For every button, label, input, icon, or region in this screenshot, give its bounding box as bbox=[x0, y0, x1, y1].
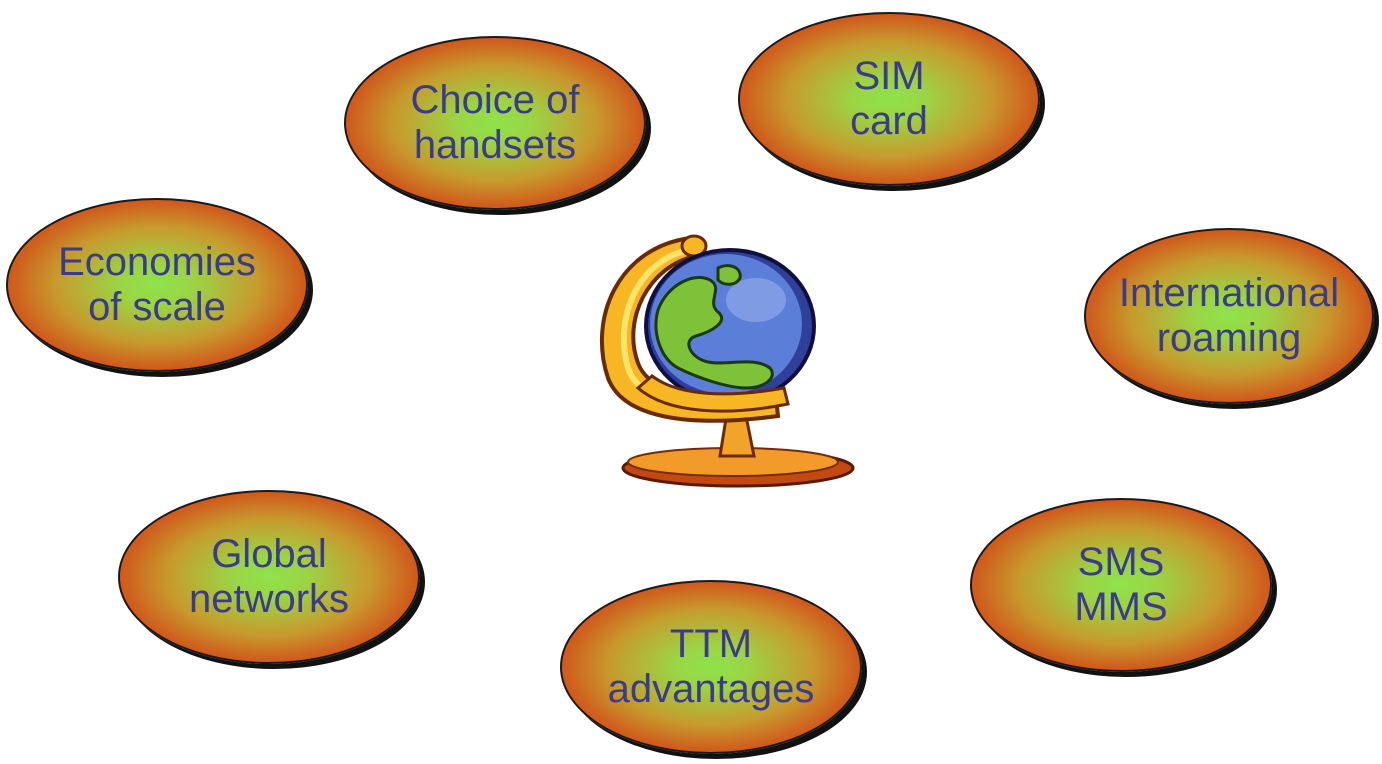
bubble-label-global-networks: Global networks bbox=[188, 532, 350, 621]
bubble-choice-of-handsets: Choice of handsets bbox=[344, 36, 646, 210]
bubble-economies-of-scale: Economies of scale bbox=[6, 198, 308, 372]
bubble-sim-card: SIM card bbox=[738, 12, 1040, 186]
bubble-label-sim-card: SIM card bbox=[850, 54, 928, 143]
bubble-label-economies-of-scale: Economies of scale bbox=[58, 240, 256, 329]
bubble-label-choice-of-handsets: Choice of handsets bbox=[410, 78, 580, 167]
bubble-label-sms-mms: SMS MMS bbox=[1074, 540, 1168, 629]
bubble-global-networks: Global networks bbox=[118, 490, 420, 664]
bubble-international-roaming: International roaming bbox=[1084, 228, 1374, 404]
globe-icon bbox=[599, 234, 855, 488]
bubble-label-ttm-advantages: TTM advantages bbox=[607, 622, 815, 711]
bubble-label-international-roaming: International roaming bbox=[1118, 271, 1340, 360]
bubble-sms-mms: SMS MMS bbox=[970, 498, 1272, 672]
bubble-ttm-advantages: TTM advantages bbox=[560, 580, 862, 754]
